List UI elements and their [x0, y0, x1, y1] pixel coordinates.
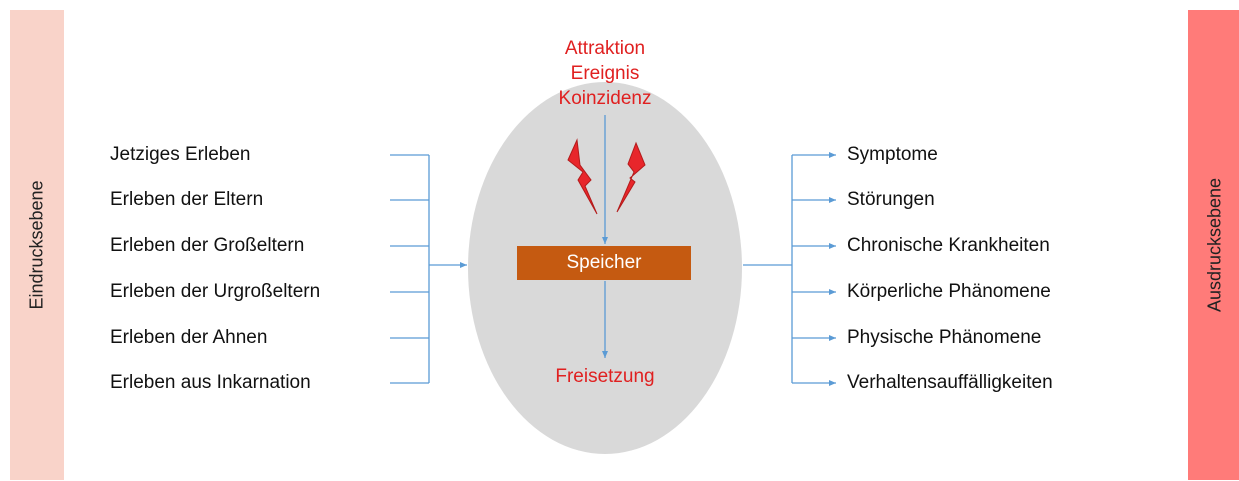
output-item-chronic-illnesses: Chronische Krankheiten	[847, 235, 1050, 256]
release-label: Freisetzung	[555, 366, 655, 387]
output-connectors	[743, 152, 836, 386]
output-item-behavioral-abnormalities: Verhaltensauffälligkeiten	[847, 372, 1053, 393]
lightning-bolt-icon	[567, 138, 598, 215]
input-item-ancestors-experience: Erleben der Ahnen	[110, 327, 268, 348]
expression-level-band: Ausdrucksebene	[1188, 10, 1239, 480]
output-item-symptoms: Symptome	[847, 144, 938, 165]
impression-level-band: Eindrucksebene	[10, 10, 64, 480]
trigger-label-event: Ereignis	[570, 63, 640, 84]
trigger-label-coincidence: Koinzidenz	[558, 88, 652, 109]
input-item-grandparents-experience: Erleben der Großeltern	[110, 235, 305, 256]
input-connectors	[390, 154, 467, 384]
storage-label: Speicher	[566, 252, 642, 273]
output-item-disorders: Störungen	[847, 189, 935, 210]
input-item-current-experience: Jetziges Erleben	[110, 144, 251, 165]
output-item-physical-phenomena: Physische Phänomene	[847, 327, 1042, 348]
input-item-parents-experience: Erleben der Eltern	[110, 189, 264, 210]
input-item-great-grandparents-experience: Erleben der Urgroßeltern	[110, 281, 321, 302]
output-item-bodily-phenomena: Körperliche Phänomene	[847, 281, 1051, 302]
input-item-incarnation-experience: Erleben aus Inkarnation	[110, 372, 311, 393]
storage-box: Speicher	[517, 246, 691, 280]
lightning-bolt-icon	[616, 141, 646, 213]
trigger-label-attraction: Attraktion	[564, 38, 646, 59]
